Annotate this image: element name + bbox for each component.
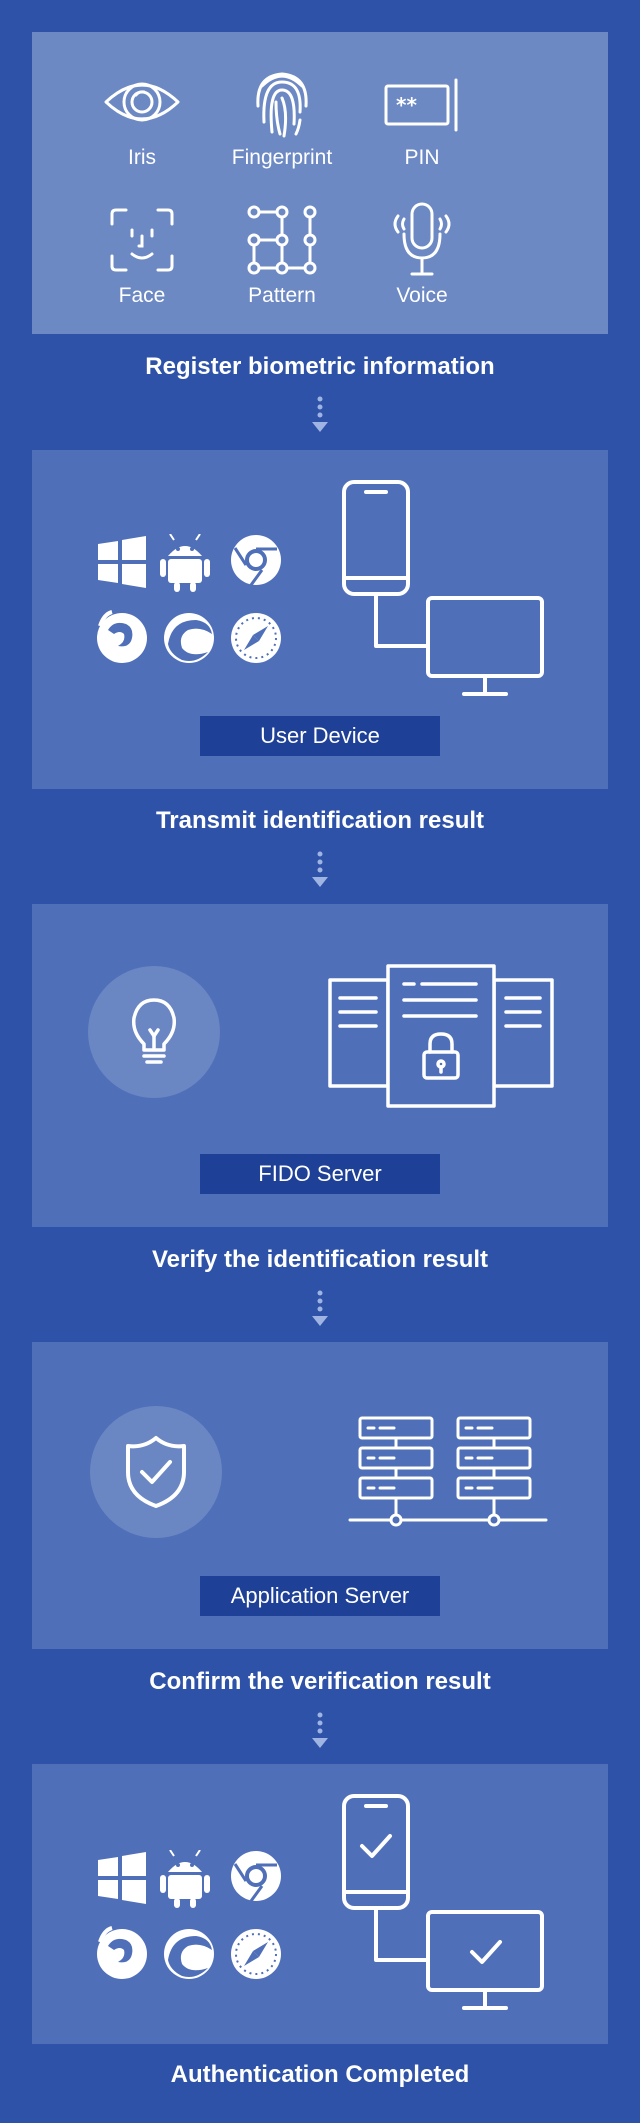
face-scan-icon xyxy=(110,208,174,272)
windows-icon xyxy=(98,536,146,588)
node-tag: FIDO Server xyxy=(200,1154,440,1194)
shield-check-icon xyxy=(90,1406,222,1538)
biometric-panel: Iris Fingerprint ** PIN xyxy=(32,32,608,334)
biometric-label: Fingerprint xyxy=(231,146,333,169)
firefox-icon xyxy=(97,610,147,663)
firefox-icon xyxy=(97,1926,147,1979)
step-caption: Authentication Completed xyxy=(170,2061,470,2088)
pin-card-icon: ** xyxy=(384,78,458,132)
dotted-arrow-icon xyxy=(312,1712,328,1748)
lightbulb-icon xyxy=(88,966,220,1098)
dotted-arrow-icon xyxy=(312,851,328,887)
biometric-pin: ** PIN xyxy=(352,62,492,182)
step-caption: Confirm the verification result xyxy=(149,1668,491,1695)
windows-icon xyxy=(98,1852,146,1904)
biometric-pattern: Pattern xyxy=(212,200,352,320)
chrome-icon xyxy=(231,1851,281,1902)
server-rack-icon xyxy=(348,1416,548,1527)
biometric-iris: Iris xyxy=(72,62,212,182)
biometric-label: Voice xyxy=(396,284,448,307)
biometric-label: Face xyxy=(118,284,166,307)
phone-and-monitor-icon xyxy=(342,480,544,696)
safari-icon xyxy=(231,613,281,663)
safari-icon xyxy=(231,1929,281,1979)
microphone-icon xyxy=(393,202,451,276)
biometric-label: Iris xyxy=(128,146,156,169)
dotted-arrow-icon xyxy=(312,1290,328,1326)
step-caption: Transmit identification result xyxy=(155,807,485,834)
fido-server-panel: FIDO Server xyxy=(32,904,608,1227)
node-tag: Application Server xyxy=(200,1576,440,1616)
secure-document-icon xyxy=(328,964,554,1108)
platform-logos xyxy=(97,534,281,663)
biometric-label: PIN xyxy=(404,146,440,169)
android-icon xyxy=(160,1850,210,1908)
edge-icon xyxy=(164,1929,214,1979)
svg-text:**: ** xyxy=(396,93,417,117)
edge-icon xyxy=(164,613,214,663)
step-caption: Verify the identification result xyxy=(151,1246,489,1273)
phone-and-monitor-check-icon xyxy=(342,1794,544,2010)
biometric-label: Pattern xyxy=(248,284,316,307)
application-server-panel: Application Server xyxy=(32,1342,608,1649)
eye-icon xyxy=(104,82,180,122)
completed-panel xyxy=(32,1764,608,2044)
fingerprint-icon xyxy=(256,72,308,138)
user-device-panel: User Device xyxy=(32,450,608,789)
node-tag: User Device xyxy=(200,716,440,756)
chrome-icon xyxy=(231,535,281,586)
platform-logos xyxy=(97,1850,281,1979)
biometric-voice: Voice xyxy=(352,200,492,320)
biometric-fingerprint: Fingerprint xyxy=(212,62,352,182)
pattern-grid-icon xyxy=(247,205,317,275)
step-caption: Register biometric information xyxy=(145,353,495,380)
dotted-arrow-icon xyxy=(312,396,328,432)
android-icon xyxy=(160,534,210,592)
biometric-face: Face xyxy=(72,200,212,320)
